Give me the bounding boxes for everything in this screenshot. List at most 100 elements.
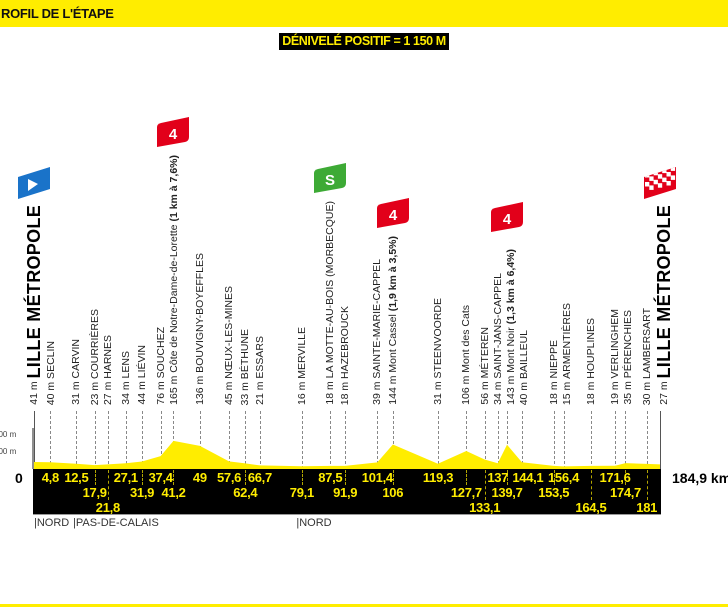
town-marker-line	[199, 411, 201, 469]
start-flag-icon	[16, 165, 52, 206]
town-label: 27 m LILLE MÉTROPOLE	[654, 205, 674, 405]
elevation-gain-badge: DÉNIVELÉ POSITIF = 1 150 M	[279, 33, 449, 50]
header-bar: ROFIL DE L'ÉTAPE	[0, 0, 728, 27]
town-label: 18 m HOUPLINES	[585, 318, 597, 405]
km-label: 17,9	[82, 485, 107, 500]
town-marker-line	[229, 411, 230, 469]
town-name: LENS	[119, 351, 132, 379]
town-name: Côte de Notre-Dame-de-Lorette	[167, 224, 180, 373]
km-label: 139,7	[491, 485, 523, 500]
km-marker-line	[646, 470, 648, 500]
town-label: 30 m LAMBERSART	[641, 308, 653, 405]
town-marker-line	[590, 411, 592, 469]
km-marker-line	[484, 470, 486, 500]
town-marker-line	[173, 411, 175, 469]
town-marker-line	[377, 411, 379, 469]
town-name: PÉRENCHIES	[621, 310, 634, 379]
town-name: Mont des Cats	[460, 305, 473, 373]
km-marker-line	[245, 470, 247, 485]
town-label: 35 m PÉRENCHIES	[622, 310, 634, 405]
flag-label: 4	[169, 126, 178, 143]
km-marker-line	[107, 470, 109, 500]
town-label: 143 m Mont Noir (1,3 km à 6,4%)	[505, 249, 517, 405]
town-name: SAINT-JANS-CAPPEL	[491, 273, 504, 379]
km-label: 101,4	[361, 470, 393, 485]
intermediate-sprint-flag-icon: S	[312, 161, 348, 202]
town-label: 44 m LIÉVIN	[136, 345, 148, 405]
km-marker-line	[625, 470, 627, 485]
town-name: LA MOTTE-AU-BOIS (MORBECQUE)	[324, 201, 337, 379]
town-marker-line	[484, 411, 486, 469]
bottom-rule	[0, 604, 728, 607]
town-label: 19 m VERLINGHEM	[609, 309, 621, 405]
town-name: SECLIN	[45, 340, 57, 379]
flag-label: S	[325, 172, 335, 189]
town-marker-line	[259, 411, 261, 469]
km-label: 106	[382, 485, 404, 500]
town-label: 165 m Côte de Notre-Dame-de-Lorette (1 k…	[168, 155, 180, 405]
town-marker-line	[437, 411, 439, 469]
town-name: SAINTE-MARIE-CAPPEL	[371, 259, 384, 379]
km-label: 66,7	[247, 470, 272, 485]
climb-category-4-flag-icon: 4	[375, 196, 411, 237]
flag-label: 4	[503, 211, 512, 228]
km-label: 137	[487, 470, 509, 485]
town-marker-line	[497, 411, 499, 469]
start-km-label: 0	[15, 470, 23, 486]
town-marker-line	[646, 411, 648, 469]
town-label: 31 m CARVIN	[70, 339, 82, 405]
km-label: 12,5	[64, 470, 89, 485]
town-name: SOUCHEZ	[154, 327, 167, 379]
town-marker-line	[506, 411, 508, 469]
town-marker-line	[76, 411, 78, 469]
km-marker-line	[173, 470, 175, 485]
town-label: 23 m COURRIÈRES	[89, 309, 101, 405]
km-label: 87,5	[318, 470, 343, 485]
town-marker-line	[50, 411, 52, 469]
km-label: 49	[192, 470, 207, 485]
km-marker-line	[553, 470, 555, 485]
town-name: Mont Cassel	[386, 314, 399, 373]
town-label: 45 m NŒUX-LES-MINES	[223, 286, 235, 405]
town-marker-line	[614, 411, 616, 469]
elev-tick-100: 100 m	[0, 447, 17, 456]
town-label: 18 m LA MOTTE-AU-BOIS (MORBECQUE)	[324, 201, 336, 405]
town-marker-line	[245, 411, 247, 469]
elevation-area	[34, 440, 660, 469]
town-label: 41 m LILLE MÉTROPOLE	[24, 205, 44, 405]
town-label: 18 m NIEPPE	[548, 340, 560, 405]
km-label: 164,5	[575, 500, 607, 515]
town-name: BOUVIGNY-BOYEFFLES	[193, 253, 206, 373]
km-label: 171,6	[599, 470, 631, 485]
town-label: 39 m SAINTE-MARIE-CAPPEL	[371, 259, 383, 405]
town-marker-line	[521, 411, 523, 469]
town-marker-line	[625, 411, 627, 469]
town-name: BÉTHUNE	[239, 328, 252, 379]
town-name: VERLINGHEM	[608, 309, 621, 379]
town-marker-line	[301, 411, 303, 469]
town-name: HAZEBROUCK	[339, 305, 352, 379]
km-band	[33, 469, 661, 515]
town-name: Mont Noir	[504, 327, 517, 373]
km-marker-line	[94, 470, 96, 485]
km-label: 144,1	[512, 470, 544, 485]
town-label: 34 m LENS	[120, 351, 132, 405]
town-marker-line	[660, 411, 661, 469]
town-label: 136 m BOUVIGNY-BOYEFFLES	[194, 253, 206, 405]
km-label: 62,4	[233, 485, 258, 500]
town-marker-line	[34, 411, 35, 469]
elev-tick-200: 200 m	[0, 430, 17, 439]
town-name: MÉTEREN	[478, 327, 491, 379]
finish-flag-icon	[642, 165, 678, 206]
town-marker-line	[107, 411, 109, 469]
profile-area-chart	[32, 428, 661, 469]
town-marker-line	[553, 411, 555, 469]
town-name: MERVILLE	[295, 326, 308, 379]
town-name: STEENVOORDE	[431, 298, 444, 379]
km-label: 41,2	[161, 485, 186, 500]
km-label: 133,1	[469, 500, 501, 515]
climb-stats: (1 km à 7,6%)	[167, 155, 180, 222]
town-marker-line	[392, 411, 394, 469]
km-label: 174,7	[609, 485, 641, 500]
climb-stats: (1,3 km à 6,4%)	[504, 249, 517, 325]
